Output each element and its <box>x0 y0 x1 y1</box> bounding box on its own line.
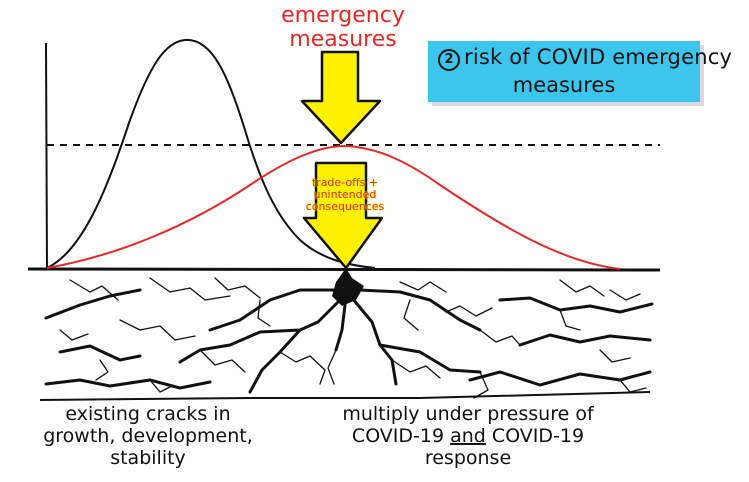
thin-cracks <box>59 277 647 399</box>
emergency-line2: measures <box>289 27 397 52</box>
emergency-line1: emergency <box>281 3 405 28</box>
y-axis <box>45 42 48 271</box>
emergency-measures-label: emergency measures <box>268 4 418 52</box>
multiply-pressure-caption: multiply under pressure of COVID-19 and … <box>318 403 618 469</box>
caption-right-line2: COVID-19 and COVID-19 <box>318 425 618 447</box>
step-number-badge: 2 <box>438 49 460 71</box>
caption-left-line3: stability <box>110 447 186 469</box>
caption-right-line1: multiply under pressure of <box>342 403 594 425</box>
title-box: 2 risk of COVID emergency measures <box>428 41 732 102</box>
black-epidemic-curve <box>46 38 376 269</box>
caption-right-line3: response <box>424 447 512 469</box>
and-underlined: and <box>450 425 486 447</box>
main-cracks <box>44 288 654 394</box>
covid-19-text-a: COVID-19 <box>351 425 445 447</box>
red-flattened-curve <box>46 144 621 270</box>
top-arrow <box>300 50 382 145</box>
existing-cracks-caption: existing cracks in growth, development, … <box>38 403 258 469</box>
caption-left-line1: existing cracks in <box>65 403 231 425</box>
crack-origin <box>332 268 364 306</box>
title-line2: measures <box>512 73 616 97</box>
baseline <box>27 267 661 272</box>
arrow-annotation: trade-offs + unintended consequences <box>290 177 400 213</box>
arrow-text-line2: unintended <box>313 188 377 201</box>
title-line1: risk of COVID emergency <box>464 45 733 69</box>
arrow-text-line3: consequences <box>305 200 385 213</box>
bottom-line <box>39 391 651 401</box>
bottom-arrow <box>302 161 384 270</box>
caption-left-line2: growth, development, <box>43 425 253 447</box>
arrow-text-line1: trade-offs + <box>311 176 379 189</box>
covid-19-text-b: COVID-19 <box>491 425 585 447</box>
